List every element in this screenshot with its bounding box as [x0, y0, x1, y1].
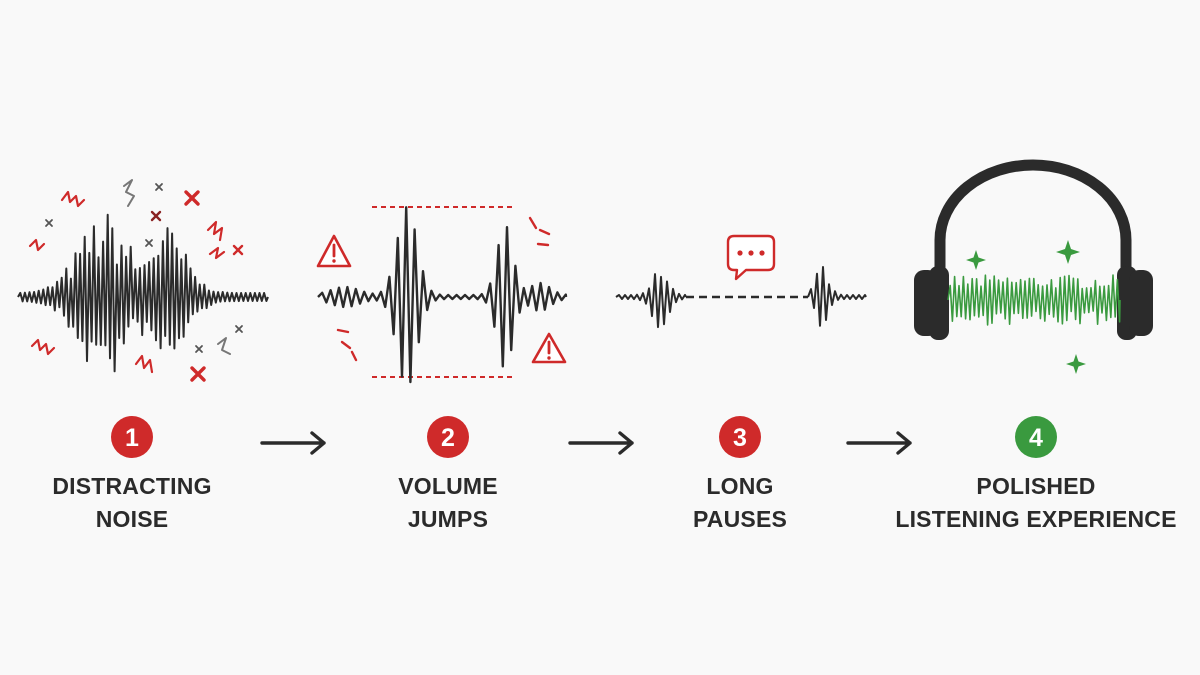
flow-arrow-icon — [846, 431, 912, 455]
step-label-line: LONG — [706, 473, 774, 499]
step-number: 3 — [733, 424, 747, 452]
noisy-waveform — [17, 179, 269, 382]
step-label-line: PAUSES — [692, 506, 788, 532]
step-badge-3: 3 — [719, 416, 761, 458]
noise-squiggle-icon — [28, 190, 226, 374]
step-label-polished-listening-experience: POLISHED LISTENING EXPERIENCE — [886, 470, 1186, 536]
step-label-line: POLISHED — [976, 473, 1096, 499]
warning-triangle-icon — [316, 234, 352, 268]
warning-triangle-icon — [531, 332, 567, 364]
speech-bubble-icon — [726, 234, 776, 281]
step-number: 1 — [125, 424, 139, 452]
headphones-icon — [914, 159, 1153, 374]
step-label-line: LISTENING EXPERIENCE — [895, 506, 1177, 532]
step-label-volume-jumps: VOLUME JUMPS — [298, 470, 598, 536]
step-label-long-pauses: LONG PAUSES — [590, 470, 890, 536]
step-label-line: DISTRACTING — [52, 473, 212, 499]
step-badge-1: 1 — [111, 416, 153, 458]
sparkle-icon — [966, 240, 1086, 374]
burst-lines-icon — [336, 216, 551, 362]
flow-arrow-icon — [260, 431, 326, 455]
step-label-line: NOISE — [95, 506, 169, 532]
long-pause-waveform — [615, 234, 867, 329]
step-label-line: VOLUME — [398, 473, 498, 499]
flow-arrow-icon — [568, 431, 634, 455]
step-label-distracting-noise: DISTRACTING NOISE — [0, 470, 282, 536]
step-badge-4: 4 — [1015, 416, 1057, 458]
step-number: 2 — [441, 424, 455, 452]
step-badge-2: 2 — [427, 416, 469, 458]
x-mark-icon — [45, 183, 244, 382]
volume-jump-waveform — [316, 206, 568, 384]
step-number: 4 — [1029, 424, 1043, 452]
step-label-line: JUMPS — [407, 506, 489, 532]
noise-squiggle-icon — [123, 179, 231, 355]
